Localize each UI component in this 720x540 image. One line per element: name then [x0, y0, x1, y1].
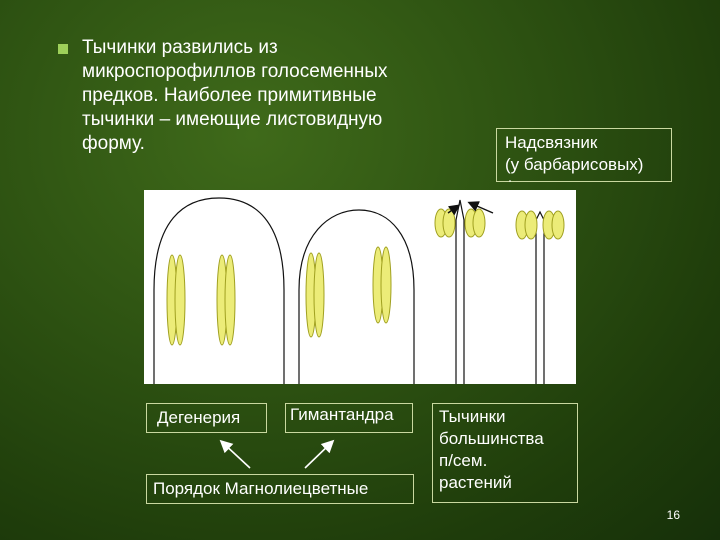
most-plants-label-box: Тычинки большинства п/сем. растений — [432, 403, 578, 503]
connective-label-line: (у барбарисовых) — [505, 155, 644, 174]
anther — [472, 208, 486, 238]
stamen-drawing — [153, 197, 565, 384]
page-number: 16 — [666, 508, 680, 522]
most-plants-label-line: большинства — [439, 429, 544, 448]
leaf-stamen-outline — [153, 197, 285, 384]
arrow-to-degeneria — [219, 439, 251, 469]
main-text-line: форму. — [82, 133, 145, 154]
stamen-illustration — [144, 190, 576, 384]
bullet-marker — [58, 44, 68, 54]
degeneria-label-box: Дегенерия — [146, 403, 267, 433]
main-text-line: предков. Наиболее примитивные — [82, 85, 377, 106]
anther — [174, 254, 186, 346]
anther — [313, 252, 325, 338]
main-text-line: микроспорофиллов голосеменных — [82, 61, 388, 82]
anther — [224, 254, 236, 346]
main-text: Тычинки развились из микроспорофиллов го… — [82, 36, 452, 156]
anther — [551, 210, 565, 240]
magnoliales-label-box: Порядок Магнолиецветные — [146, 474, 414, 504]
connective-label-box: Надсвязник (у барбарисовых) — [496, 128, 672, 182]
connective-label-line: Надсвязник — [505, 133, 598, 152]
most-plants-label-line: п/сем. — [439, 451, 488, 470]
anther — [442, 208, 456, 238]
anther — [524, 210, 538, 240]
filament — [455, 199, 465, 384]
main-text-line: тычинки – имеющие листовидную — [82, 109, 383, 130]
main-text-line: Тычинки развились из — [82, 37, 278, 58]
leaf-stamen-outline — [298, 209, 415, 384]
anther — [380, 246, 392, 324]
most-plants-label-line: растений — [439, 473, 512, 492]
filament — [535, 210, 545, 384]
himantandra-label-box: Гимантандра — [285, 403, 413, 433]
arrow-to-himantandra — [304, 439, 335, 469]
most-plants-label-line: Тычинки — [439, 407, 506, 426]
